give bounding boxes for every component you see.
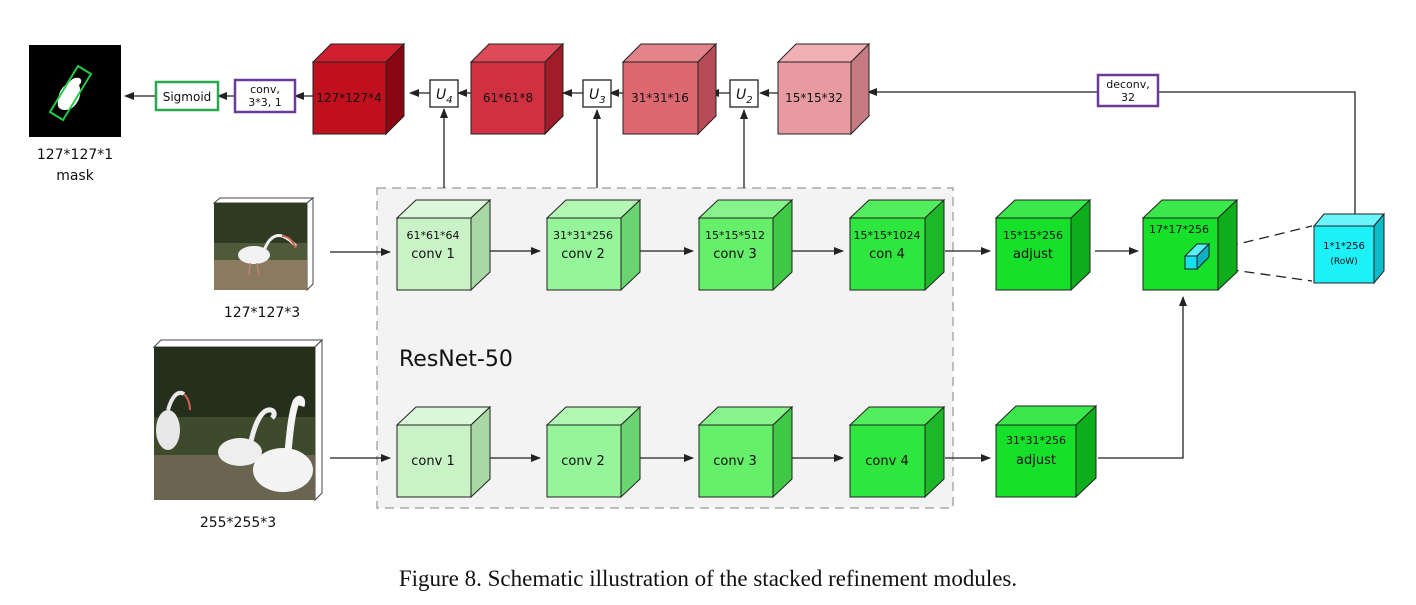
row-cube: 1*1*256 (RoW) — [1312, 212, 1386, 285]
svg-text:U3: U3 — [589, 87, 606, 106]
bottom-cube-conv4: conv 4 — [848, 405, 946, 499]
search-image — [152, 338, 324, 502]
svg-text:U4: U4 — [436, 87, 453, 106]
deconv-box: deconv, 32 — [1096, 73, 1160, 108]
refine-cube-31: 31*31*16 — [621, 42, 718, 136]
svg-text:conv 1: conv 1 — [411, 454, 454, 469]
bottom-cube-conv1: conv 1 — [395, 405, 492, 499]
svg-text:deconv,: deconv, — [1106, 78, 1150, 91]
sigmoid-box: Sigmoid — [154, 80, 220, 112]
svg-text:3*3, 1: 3*3, 1 — [248, 96, 282, 109]
svg-text:15*15*512: 15*15*512 — [705, 229, 765, 242]
svg-text:conv 3: conv 3 — [713, 454, 756, 469]
svg-text:61*61*8: 61*61*8 — [483, 91, 533, 105]
bottom-cube-conv3: conv 3 — [697, 405, 794, 499]
refine-cube-127: 127*127*4 — [311, 42, 406, 136]
correlation-cube: 17*17*256 — [1141, 198, 1239, 292]
exemplar-image — [212, 196, 315, 292]
svg-text:conv,: conv, — [250, 83, 280, 96]
resnet-label: ResNet-50 — [399, 347, 513, 372]
top-cube-conv3: 15*15*512 conv 3 — [697, 198, 794, 292]
svg-text:adjust: adjust — [1016, 453, 1056, 468]
svg-text:15*15*256: 15*15*256 — [1003, 229, 1063, 242]
svg-text:31*31*256: 31*31*256 — [1006, 434, 1066, 447]
upsample-block-u4: U4 — [429, 79, 459, 108]
refine-cube-15: 15*15*32 — [776, 42, 871, 136]
svg-text:31*31*16: 31*31*16 — [631, 91, 689, 105]
svg-text:32: 32 — [1121, 91, 1135, 104]
conv-box: conv, 3*3, 1 — [233, 78, 297, 114]
bottom-cube-conv2: conv 2 — [545, 405, 642, 499]
svg-text:127*127*4: 127*127*4 — [316, 91, 381, 105]
svg-text:U2: U2 — [736, 87, 753, 106]
exemplar-size-label: 127*127*3 — [224, 305, 300, 321]
refinement-diagram: ResNet-50 — [29, 42, 1386, 531]
refine-cube-61: 61*61*8 — [469, 42, 565, 136]
svg-text:con 4: con 4 — [869, 247, 905, 262]
svg-text:conv 3: conv 3 — [713, 247, 756, 262]
top-cube-conv2: 31*31*256 conv 2 — [545, 198, 642, 292]
mask-label: mask — [56, 168, 95, 184]
svg-text:15*15*32: 15*15*32 — [785, 91, 843, 105]
upsample-block-u2: U2 — [729, 79, 759, 108]
top-cube-adjust: 15*15*256 adjust — [994, 198, 1092, 292]
svg-text:17*17*256: 17*17*256 — [1149, 223, 1209, 236]
top-cube-conv4: 15*15*1024 con 4 — [848, 198, 946, 292]
svg-text:conv 1: conv 1 — [411, 247, 454, 262]
svg-text:adjust: adjust — [1013, 247, 1053, 262]
figure-caption: Figure 8. Schematic illustration of the … — [398, 566, 1018, 591]
svg-text:conv 2: conv 2 — [561, 247, 604, 262]
svg-text:conv 4: conv 4 — [865, 454, 908, 469]
svg-text:31*31*256: 31*31*256 — [553, 229, 613, 242]
svg-text:Sigmoid: Sigmoid — [163, 90, 212, 104]
svg-text:(RoW): (RoW) — [1330, 257, 1357, 267]
bottom-cube-adjust: 31*31*256 adjust — [994, 404, 1098, 499]
search-size-label: 255*255*3 — [200, 515, 276, 531]
mask-image — [29, 45, 121, 137]
svg-text:61*61*64: 61*61*64 — [407, 229, 460, 242]
svg-text:conv 2: conv 2 — [561, 454, 604, 469]
svg-text:1*1*256: 1*1*256 — [1323, 241, 1365, 252]
mask-size-label: 127*127*1 — [37, 147, 113, 163]
top-cube-conv1: 61*61*64 conv 1 — [395, 198, 492, 292]
upsample-block-u3: U3 — [582, 79, 612, 108]
svg-text:15*15*1024: 15*15*1024 — [854, 229, 921, 242]
